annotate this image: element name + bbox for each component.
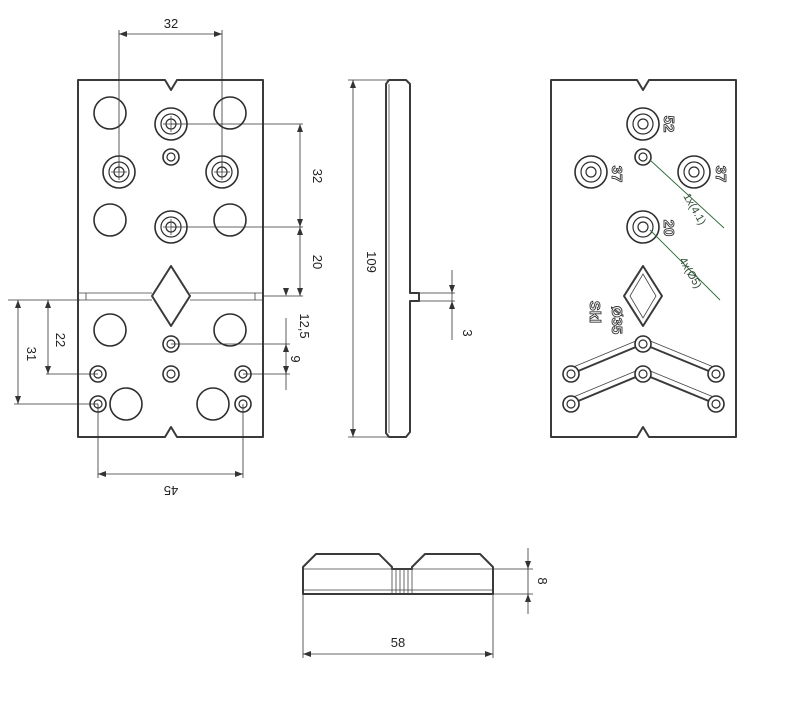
mark-right-hole: 37 bbox=[712, 166, 729, 183]
back-grooves bbox=[570, 343, 717, 405]
dim-lower-spacing: 20 bbox=[310, 255, 325, 269]
bottom-view: 58 8 bbox=[302, 548, 550, 658]
dim-width: 58 bbox=[391, 635, 405, 650]
front-hole bbox=[213, 203, 247, 237]
dim-left-22: 22 bbox=[53, 333, 68, 347]
mark-brand: Skl bbox=[586, 301, 603, 324]
side-view: 109 3 bbox=[348, 79, 475, 438]
front-hole bbox=[93, 203, 127, 237]
dim-slot-depth: 3 bbox=[460, 329, 475, 336]
front-hole bbox=[196, 387, 230, 421]
dim-groove-offset: 12,5 bbox=[297, 313, 312, 338]
back-plate-outline bbox=[550, 79, 737, 438]
dim-top-spacing: 32 bbox=[164, 16, 178, 31]
bottom-profile bbox=[302, 553, 494, 595]
front-hole bbox=[93, 313, 127, 347]
side-profile bbox=[385, 79, 420, 438]
mark-top-hole: 52 bbox=[660, 116, 677, 133]
dim-height: 109 bbox=[364, 251, 379, 273]
back-countersunk-holes bbox=[574, 107, 711, 244]
front-countersunk-holes bbox=[102, 107, 239, 244]
back-diamond bbox=[623, 265, 663, 327]
mark-size-label: Ø35 bbox=[608, 306, 625, 334]
dim-vertical-spacing: 32 bbox=[310, 169, 325, 183]
front-view: 32 32 20 12,5 9 22 31 45 bbox=[8, 16, 325, 498]
dim-bottom-spacing: 45 bbox=[164, 483, 178, 498]
dim-thickness: 8 bbox=[535, 577, 550, 584]
front-small-holes bbox=[89, 335, 252, 413]
front-hole bbox=[109, 387, 143, 421]
front-plate-outline bbox=[77, 79, 264, 438]
mark-middle-hole: 20 bbox=[660, 220, 677, 237]
dim-left-31: 31 bbox=[24, 347, 39, 361]
back-small-holes bbox=[562, 335, 725, 413]
front-hole bbox=[213, 313, 247, 347]
front-groove bbox=[78, 292, 263, 301]
dim-small-offset: 9 bbox=[288, 355, 303, 362]
back-view: 52 37 37 20 Ø35 Skl 1x(4.1) 4x(Ø5) bbox=[550, 79, 737, 438]
front-hole bbox=[93, 96, 127, 130]
front-diamond bbox=[151, 265, 191, 327]
mark-left-hole: 37 bbox=[608, 166, 625, 183]
callout-four-holes: 4x(Ø5) bbox=[676, 256, 703, 291]
